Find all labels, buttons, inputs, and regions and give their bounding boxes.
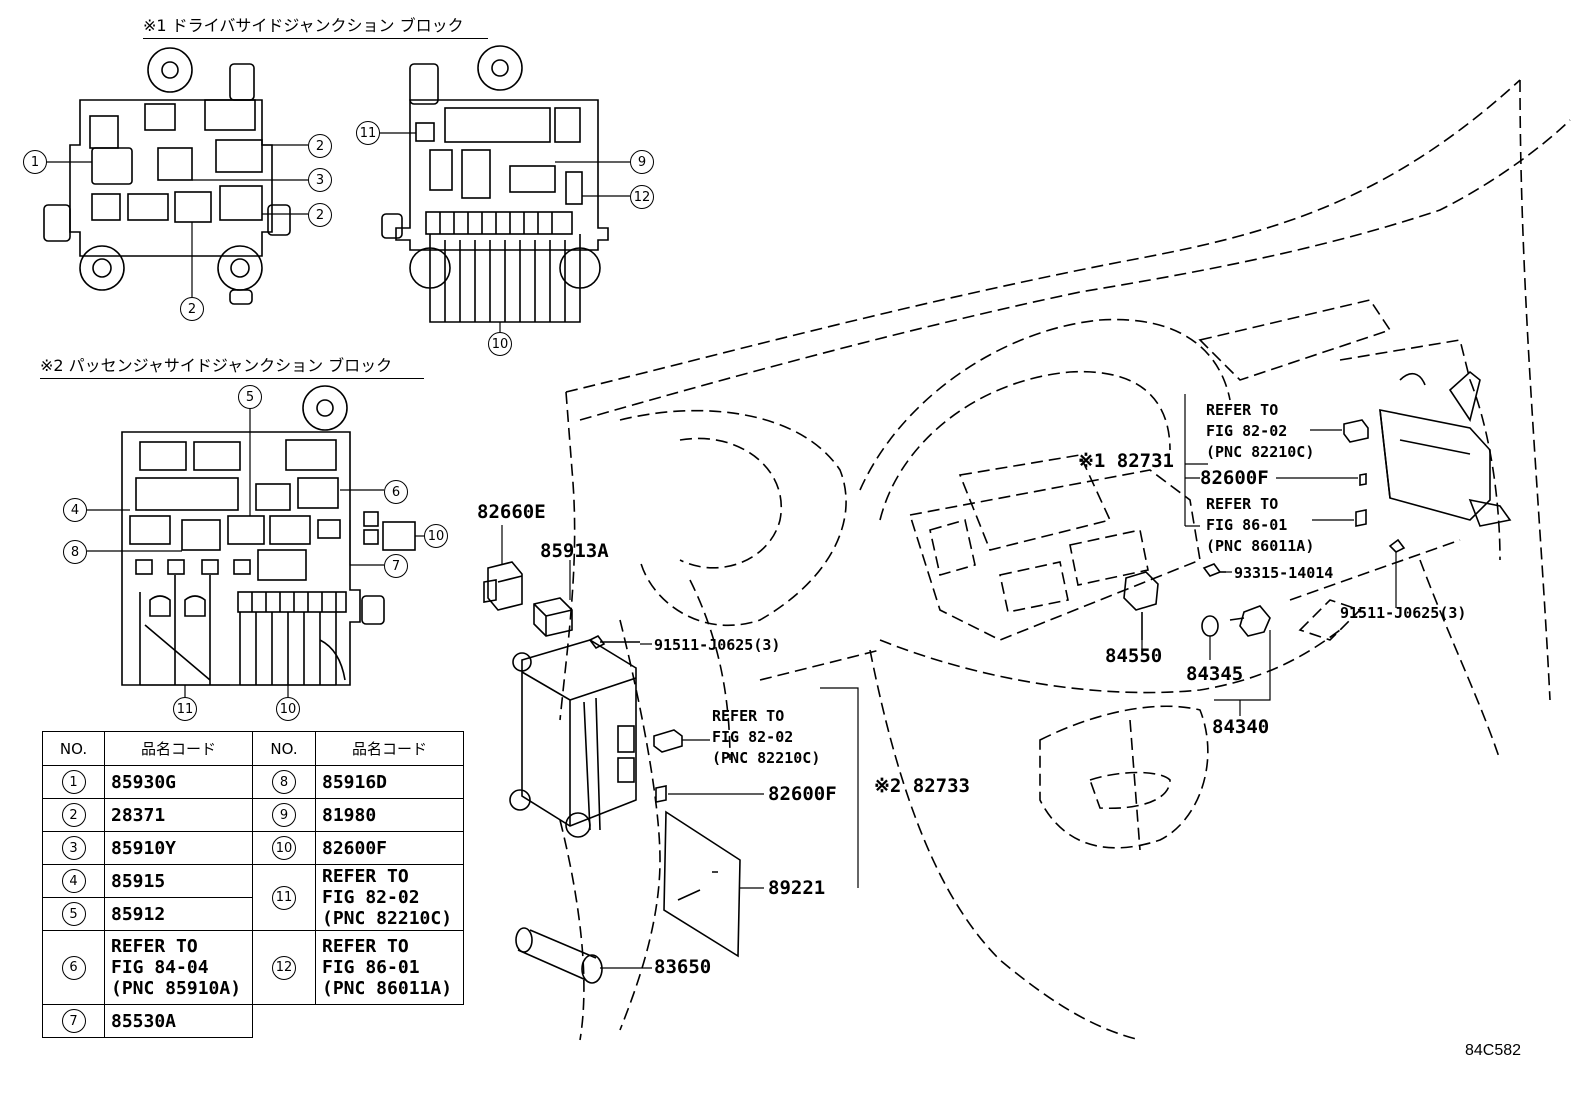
label-82733: ※2 82733 bbox=[874, 775, 970, 797]
callout-11-bottom: 11 bbox=[173, 697, 197, 721]
figure-code: 84C582 bbox=[1465, 1042, 1522, 1059]
label-refer-82-02-right: REFER TO FIG 82-02 (PNC 82210C) bbox=[1206, 401, 1315, 461]
row-code: 82600F bbox=[315, 831, 464, 865]
part-leaders bbox=[501, 394, 1397, 969]
row-code: 85910Y bbox=[104, 831, 253, 865]
label-91511-left: 91511-J0625(3) bbox=[654, 636, 781, 654]
label-84340: 84340 bbox=[1212, 716, 1270, 738]
label-82600F-right: 82600F bbox=[1200, 467, 1269, 489]
table-row: 7 85530A bbox=[42, 1004, 464, 1038]
row-code: REFER TO FIG 82-02 (PNC 82210C) bbox=[315, 864, 464, 931]
header-no-left: NO. bbox=[42, 731, 105, 766]
driver-block-title: ※1 ドライバサイドジャンクション ブロック bbox=[143, 12, 488, 39]
table-row: 4 85915 11 REFER TO FIG 82-02 (PNC 82210… bbox=[42, 864, 464, 931]
row-code: 85916D bbox=[315, 765, 464, 799]
table-row: 1 85930G 8 85916D bbox=[42, 765, 464, 799]
callout-2-a: 2 bbox=[308, 134, 332, 158]
row-no: 3 bbox=[61, 836, 86, 860]
callout-2-c: 2 bbox=[180, 297, 204, 321]
passenger-junction-block bbox=[121, 385, 416, 686]
callout-5: 5 bbox=[238, 385, 262, 409]
row-no: 9 bbox=[272, 803, 296, 827]
row-code: 85912 bbox=[104, 897, 253, 931]
label-refer-82-02-left: REFER TO FIG 82-02 (PNC 82210C) bbox=[712, 707, 821, 767]
label-91511-right: 91511-J0625(3) bbox=[1340, 604, 1467, 622]
row-no: 6 bbox=[61, 955, 86, 980]
callout-8: 8 bbox=[63, 540, 87, 564]
row-no: 8 bbox=[272, 770, 296, 794]
callout-3: 3 bbox=[308, 168, 332, 192]
components bbox=[483, 370, 1512, 984]
passenger-block-title: ※2 パッセンジャサイドジャンクション ブロック bbox=[40, 352, 424, 379]
label-refer-86-01-right: REFER TO FIG 86-01 (PNC 86011A) bbox=[1206, 495, 1315, 555]
callout-4: 4 bbox=[63, 498, 87, 522]
row-code: 28371 bbox=[104, 798, 253, 832]
label-82600F-left: 82600F bbox=[768, 783, 837, 805]
callout-11-top: 11 bbox=[356, 121, 380, 145]
table-row: 3 85910Y 10 82600F bbox=[42, 831, 464, 865]
row-code: REFER TO FIG 84-04 (PNC 85910A) bbox=[104, 930, 253, 1005]
header-code-right: 品名コード bbox=[315, 731, 464, 766]
row-no: 5 bbox=[61, 902, 86, 926]
callout-10-mid: 10 bbox=[424, 524, 448, 548]
driver-junction-block-rear bbox=[381, 45, 609, 323]
callout-2-b: 2 bbox=[308, 203, 332, 227]
callout-10-top: 10 bbox=[488, 332, 512, 356]
row-no: 1 bbox=[61, 770, 86, 794]
label-82731: ※1 82731 bbox=[1078, 450, 1174, 472]
row-no: 7 bbox=[61, 1009, 86, 1033]
label-93315: 93315-14014 bbox=[1234, 564, 1334, 582]
callout-1: 1 bbox=[23, 150, 47, 174]
header-code-left: 品名コード bbox=[104, 731, 253, 766]
label-89221: 89221 bbox=[768, 877, 826, 899]
row-code: 85530A bbox=[104, 1004, 253, 1038]
label-83650: 83650 bbox=[654, 956, 712, 978]
table-row: 6 REFER TO FIG 84-04 (PNC 85910A) 12 REF… bbox=[42, 930, 464, 1005]
label-85913A: 85913A bbox=[540, 540, 609, 562]
label-84550: 84550 bbox=[1105, 645, 1163, 667]
driver-junction-block-front bbox=[43, 47, 291, 305]
table-header-row: NO. 品名コード NO. 品名コード bbox=[42, 731, 464, 766]
table-row: 2 28371 9 81980 bbox=[42, 798, 464, 832]
row-code: REFER TO FIG 86-01 (PNC 86011A) bbox=[315, 930, 464, 1005]
parts-table: NO. 品名コード NO. 品名コード 1 85930G 8 85916D 2 … bbox=[42, 731, 464, 1038]
header-no-right: NO. bbox=[252, 731, 316, 766]
row-code: 85930G bbox=[104, 765, 253, 799]
callout-9: 9 bbox=[630, 150, 654, 174]
callout-6: 6 bbox=[384, 480, 408, 504]
row-no: 10 bbox=[272, 836, 296, 860]
dashboard-outline bbox=[559, 79, 1571, 1041]
callout-12: 12 bbox=[630, 185, 654, 209]
row-no: 2 bbox=[61, 803, 86, 827]
callout-10-bottom: 10 bbox=[276, 697, 300, 721]
row-no: 12 bbox=[272, 955, 296, 980]
row-code: 85915 bbox=[104, 864, 253, 898]
row-code: 81980 bbox=[315, 798, 464, 832]
row-no: 11 bbox=[272, 885, 296, 910]
row-no: 4 bbox=[61, 869, 86, 893]
label-84345: 84345 bbox=[1186, 663, 1244, 685]
label-82660E: 82660E bbox=[477, 501, 546, 523]
callout-7: 7 bbox=[384, 554, 408, 578]
callout-leaders bbox=[47, 132, 630, 697]
